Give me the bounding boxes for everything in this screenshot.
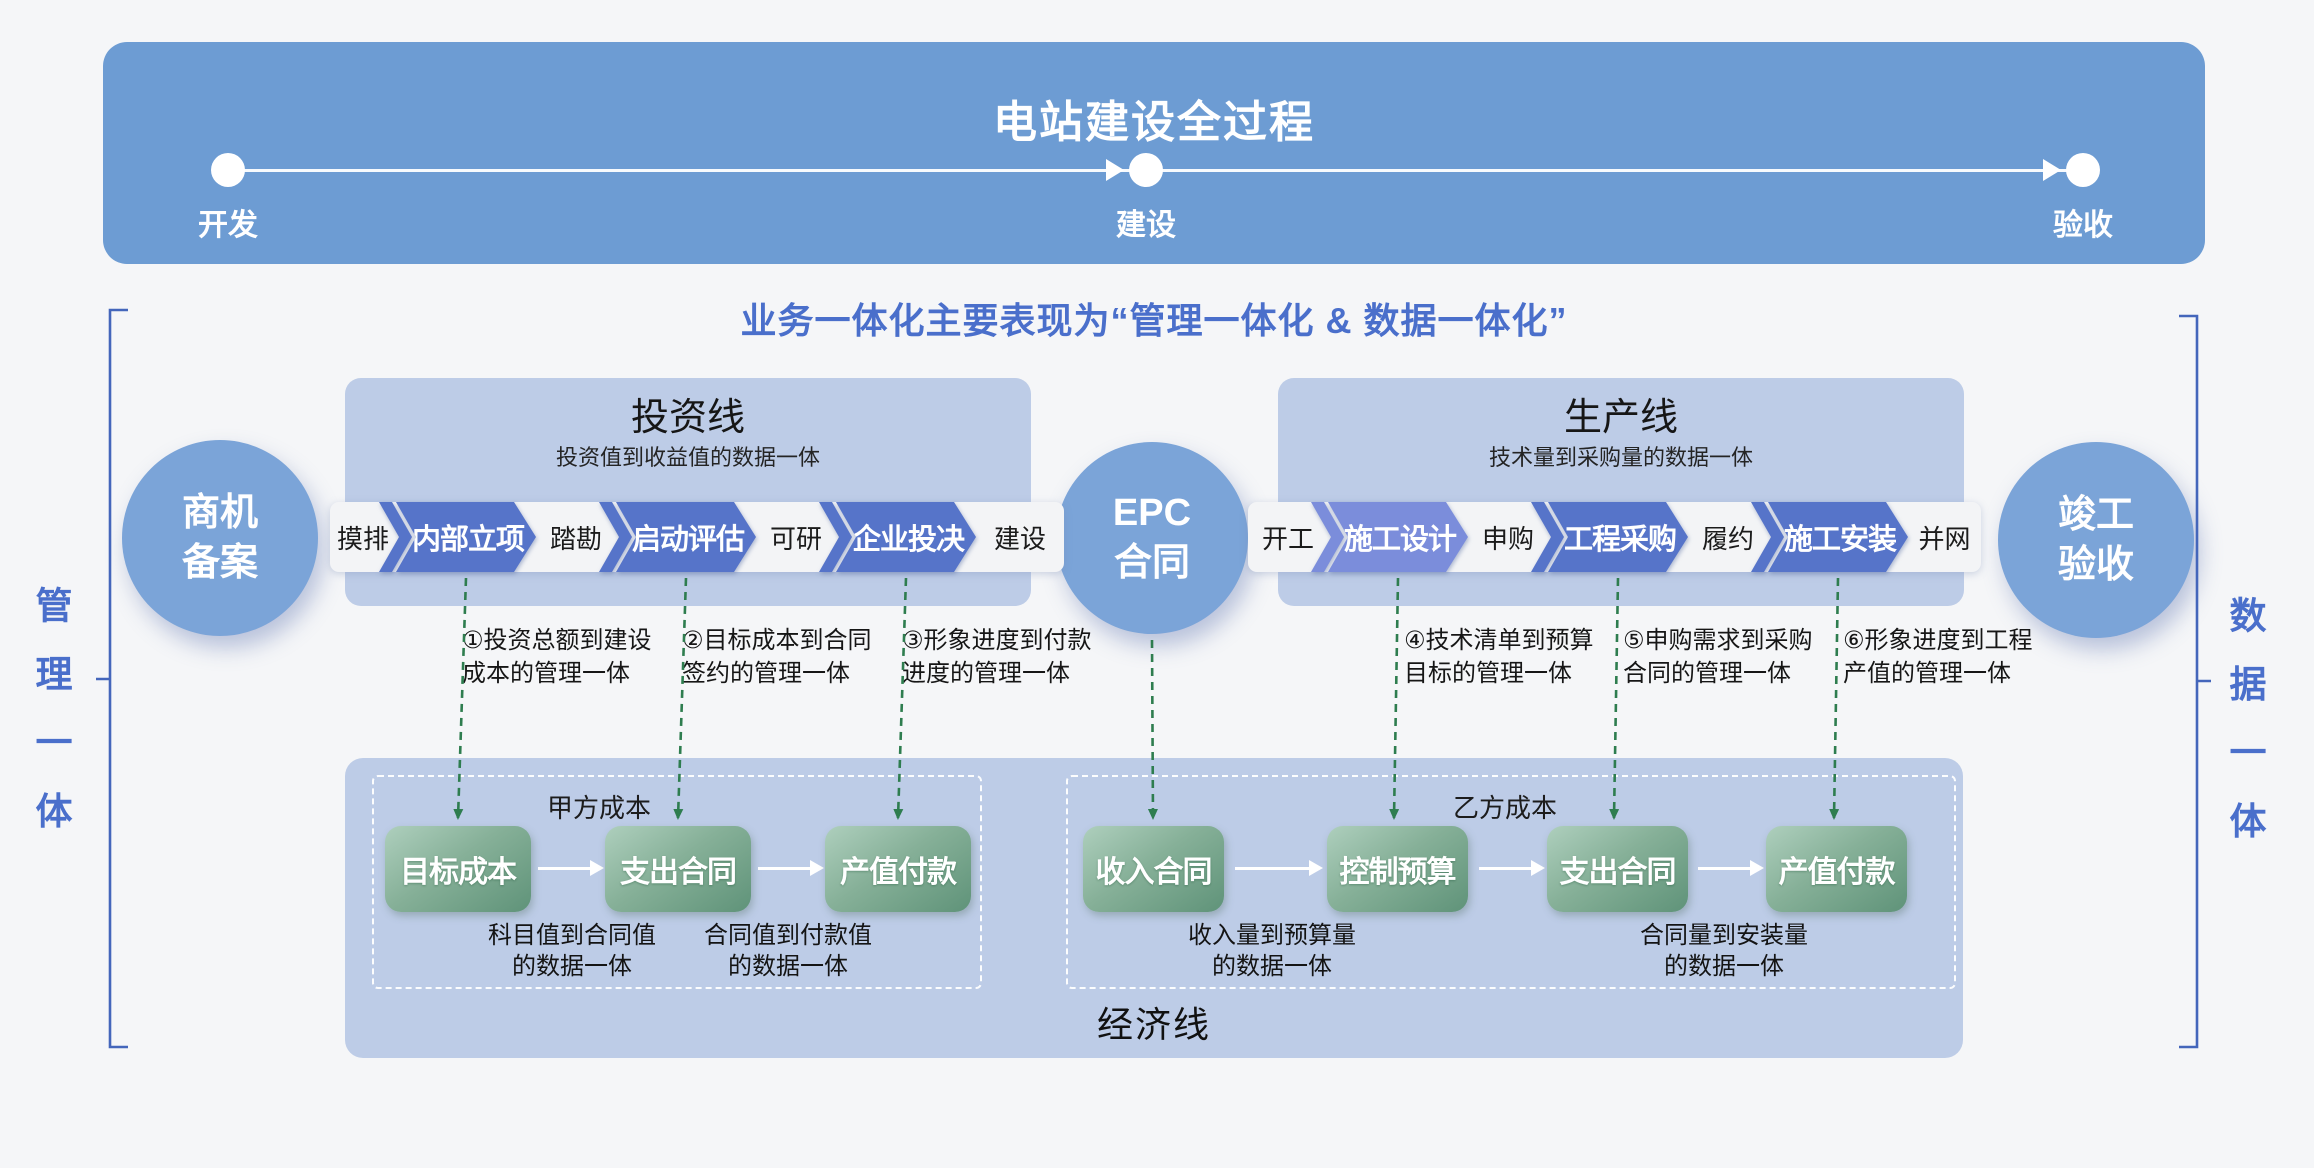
- node-epc-contract: EPC 合同: [1056, 442, 1248, 634]
- milestone-label-develop: 开发: [198, 209, 258, 242]
- step-takan: 踏勘: [549, 523, 602, 554]
- flow-arrow-icon: [1235, 860, 1323, 876]
- milestone-label-accept: 验收: [2053, 209, 2113, 242]
- production-step-band: 开工 施工设计 申购 工程采购 履约 施工安装 并网: [1248, 502, 1981, 572]
- timeline-arrow-icon: [2043, 159, 2061, 181]
- annotation-3: ③形象进度到付款 进度的管理一体: [902, 627, 1092, 687]
- step-construction-install: 施工安装: [1751, 502, 1908, 572]
- right-bracket: [2179, 314, 2211, 1049]
- annotation-5: ⑤申购需求到采购 合同的管理一体: [1623, 627, 1813, 687]
- step-jianshe: 建设: [993, 523, 1046, 554]
- annotation-4: ④技术清单到预算 目标的管理一体: [1404, 627, 1594, 687]
- annotation-2: ②目标成本到合同 签约的管理一体: [682, 627, 872, 687]
- box-control-budget: 控制预算: [1327, 826, 1468, 912]
- annotation-1: ①投资总额到建设 成本的管理一体: [462, 627, 652, 687]
- step-construction-design: 施工设计: [1311, 502, 1468, 572]
- step-kaigong: 开工: [1261, 523, 1314, 554]
- integration-subtitle: 业务一体化主要表现为“管理一体化 & 数据一体化”: [740, 300, 1568, 341]
- investment-line-subtitle: 投资值到收益值的数据一体: [555, 445, 820, 470]
- timeline-arrow-icon: [1106, 159, 1124, 181]
- timeline-dot-accept: [2066, 153, 2100, 187]
- party-a-label: 甲方成本: [547, 793, 652, 823]
- box-target-cost: 目标成本: [385, 826, 531, 912]
- step-enterprise-decision: 企业投决: [819, 502, 976, 572]
- investment-line-title: 投资线: [630, 397, 745, 439]
- box-income-contract: 收入合同: [1083, 826, 1224, 912]
- banner-title: 电站建设全过程: [993, 98, 1315, 147]
- timeline-dot-build: [1129, 153, 1163, 187]
- node-completion-acceptance: 竣工 验收: [1998, 442, 2194, 638]
- box-expenditure-contract-b: 支出合同: [1547, 826, 1688, 912]
- step-bingwang: 并网: [1918, 523, 1971, 554]
- side-label-data: 数据一体: [2224, 596, 2265, 870]
- production-line-subtitle: 技术量到采购量的数据一体: [1488, 445, 1753, 470]
- note-contract-to-install: 合同量到安装量 的数据一体: [1640, 922, 1808, 980]
- process-banner: 电站建设全过程 开发 建设 验收: [103, 42, 2205, 264]
- flow-arrow-icon: [758, 860, 824, 876]
- investment-step-band: 摸排 内部立项 踏勘 启动评估 可研 企业投决 建设: [330, 502, 1064, 572]
- box-expenditure-contract-a: 支出合同: [605, 826, 751, 912]
- box-output-payment-b: 产值付款: [1766, 826, 1907, 912]
- step-internal-approval: 内部立项: [379, 502, 536, 572]
- milestone-label-build: 建设: [1116, 209, 1176, 242]
- party-b-dashed-box: [1066, 775, 1956, 989]
- step-engineering-procurement: 工程采购: [1531, 502, 1688, 572]
- note-contract-to-payment: 合同值到付款值 的数据一体: [704, 922, 872, 980]
- annotation-6: ⑥形象进度到工程 产值的管理一体: [1843, 627, 2033, 687]
- note-subject-to-contract: 科目值到合同值 的数据一体: [488, 922, 656, 980]
- note-income-to-budget: 收入量到预算量 的数据一体: [1188, 922, 1356, 980]
- step-keyan: 可研: [769, 523, 822, 554]
- step-start-evaluation: 启动评估: [599, 502, 756, 572]
- step-shengou: 申购: [1481, 523, 1534, 554]
- left-bracket: [96, 308, 128, 1049]
- node-business-filing: 商机 备案: [122, 440, 318, 636]
- production-line-title: 生产线: [1563, 397, 1678, 439]
- box-output-payment-a: 产值付款: [825, 826, 971, 912]
- step-lvyue: 履约: [1701, 523, 1754, 554]
- side-label-management: 管理一体: [30, 586, 71, 860]
- economy-line-title: 经济线: [1096, 1004, 1211, 1045]
- flow-arrow-icon: [538, 860, 604, 876]
- economy-line-panel: 甲方成本 乙方成本 目标成本 支出合同 产值付款 收入合同 控制预算 支出合同 …: [345, 758, 1963, 1058]
- flow-arrow-icon: [1698, 860, 1764, 876]
- step-mopai: 摸排: [336, 523, 389, 554]
- timeline-dot-develop: [211, 153, 245, 187]
- flow-arrow-icon: [1479, 860, 1545, 876]
- party-b-label: 乙方成本: [1453, 793, 1558, 823]
